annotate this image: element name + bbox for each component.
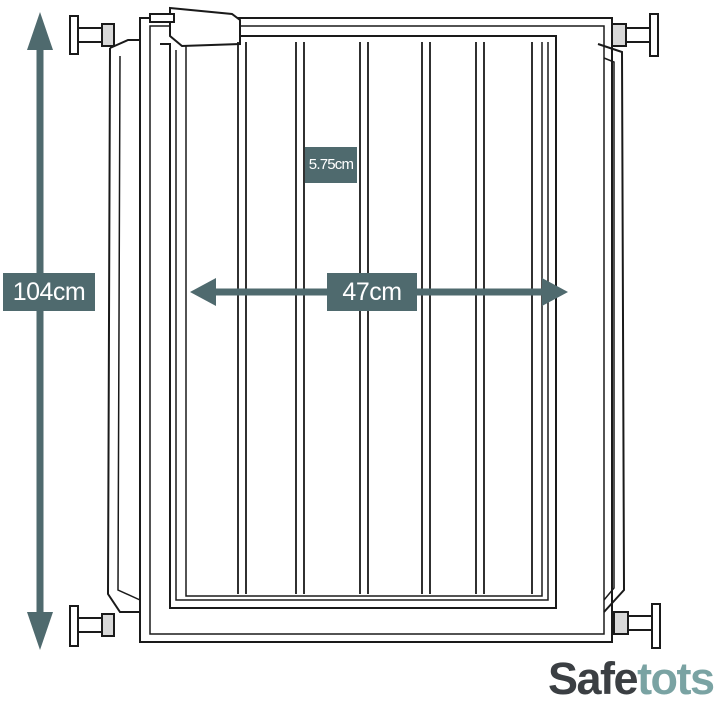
brand-logo: Safetots [548,653,715,704]
height-dimension-label: 104cm [3,273,95,311]
bar-spacing-label: 5.75cm [305,147,357,183]
gate-door [149,6,557,609]
height-arrow [27,12,53,650]
latch-handle [169,6,241,48]
width-dimension-label: 47cm [327,273,417,311]
pressure-spindle-top-left [69,15,115,55]
gate-bars [237,42,533,594]
pressure-spindle-bottom-right [613,603,661,649]
pressure-spindle-top-right [611,13,659,57]
gate-frame [106,17,626,643]
brand-logo-part1: Safe [548,653,639,704]
brand-logo-part2: tots [637,653,715,704]
pressure-spindle-bottom-left [69,605,115,647]
